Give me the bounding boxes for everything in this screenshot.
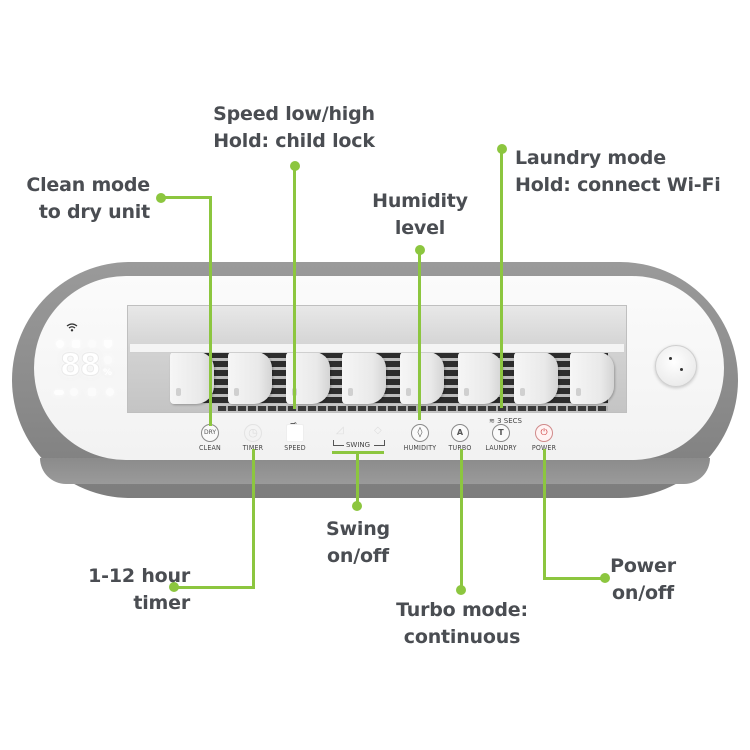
percent-indicator: % bbox=[103, 368, 113, 378]
speed-callout-label: Speed low/high Hold: child lock bbox=[213, 103, 375, 152]
control-knob[interactable] bbox=[655, 345, 697, 387]
turbo-button-label: TURBO bbox=[448, 444, 472, 452]
swing-down-icon: ◇ bbox=[374, 425, 382, 436]
power-callout-label: Power on/off bbox=[610, 555, 676, 604]
power-callout-line-h bbox=[543, 577, 605, 580]
timer-callout-dot bbox=[169, 582, 179, 592]
clean-callout-label: Clean mode to dry unit bbox=[26, 174, 150, 223]
timer-indicator-icon bbox=[70, 388, 78, 396]
louver bbox=[228, 352, 272, 404]
humidity-callout-label: Humidity level bbox=[372, 190, 468, 239]
laundry-button-label: LAUNDRY bbox=[485, 444, 517, 452]
power-callout-line-v bbox=[543, 449, 546, 580]
timer-icon: ◷ bbox=[244, 424, 262, 442]
vent-shelf bbox=[130, 344, 624, 352]
speed-button[interactable]: SPEED bbox=[275, 424, 315, 452]
swing-callout-dot bbox=[352, 501, 362, 511]
laundry-callout-line bbox=[500, 148, 503, 408]
mode-indicator-icon bbox=[54, 390, 64, 395]
dehumidify-indicator-icon bbox=[56, 340, 64, 348]
swing-callout-label: Swing on/off bbox=[326, 518, 390, 567]
power-callout-dot bbox=[600, 573, 610, 583]
humidity-button-label: HUMIDITY bbox=[403, 444, 437, 452]
knob-pin bbox=[669, 357, 672, 360]
power-icon: ⏻ bbox=[535, 424, 553, 442]
louver bbox=[458, 352, 502, 404]
swing-button-label: SWING bbox=[345, 441, 371, 449]
turbo-callout-label: Turbo mode: continuous bbox=[396, 599, 528, 648]
humidity-button[interactable]: ◊ HUMIDITY bbox=[400, 424, 440, 452]
humidity-drops-icon: ◊ bbox=[411, 424, 429, 442]
vent-lip bbox=[128, 306, 626, 346]
wifi-small-icon: ≋ bbox=[489, 417, 498, 425]
clean-button[interactable]: DRY CLEAN bbox=[190, 424, 230, 452]
air-outlet-vent bbox=[127, 305, 627, 413]
louver bbox=[342, 352, 386, 404]
turbo-callout-line bbox=[460, 449, 463, 590]
timer-button[interactable]: ◷ TIMER bbox=[233, 424, 273, 452]
clean-callout-line-v bbox=[209, 196, 212, 426]
louver bbox=[514, 352, 558, 404]
power-button[interactable]: ⏻ POWER bbox=[524, 424, 564, 452]
speed-callout-line bbox=[293, 166, 296, 409]
knob-pin bbox=[680, 368, 683, 371]
panel-bottom-band bbox=[40, 458, 710, 484]
timer-callout-label: 1-12 hour timer bbox=[88, 565, 190, 614]
timer-button-label: TIMER bbox=[242, 444, 264, 452]
laundry-button[interactable]: T LAUNDRY bbox=[481, 424, 521, 452]
clean-button-label: CLEAN bbox=[199, 444, 221, 452]
display-digits: 88 bbox=[60, 348, 102, 384]
fan-speed-icon bbox=[286, 424, 304, 442]
lower-grille bbox=[218, 406, 608, 411]
wifi-icon bbox=[66, 323, 78, 332]
water-tank-indicator-icon bbox=[104, 356, 112, 364]
laundry-hold-note: ≋ 3 SECS bbox=[489, 417, 522, 425]
swing-bracket-right bbox=[374, 440, 385, 446]
humidity-callout-line bbox=[418, 250, 421, 420]
louver bbox=[400, 352, 444, 404]
swing-indicator-icon bbox=[88, 388, 96, 396]
power-button-label: POWER bbox=[531, 444, 557, 452]
clean-callout-line-h bbox=[160, 196, 212, 199]
humidity-indicator-icon bbox=[104, 340, 112, 348]
laundry-shirt-icon: T bbox=[492, 424, 510, 442]
louver bbox=[570, 352, 614, 404]
laundry-indicator-icon bbox=[106, 388, 114, 396]
dry-icon: DRY bbox=[201, 424, 219, 442]
clean-indicator-icon bbox=[88, 340, 96, 348]
led-display: 88 % bbox=[50, 320, 120, 400]
speed-indicator-icon bbox=[72, 340, 80, 348]
louver bbox=[170, 352, 214, 404]
speed-button-label: SPEED bbox=[284, 444, 306, 452]
timer-callout-line-v bbox=[252, 449, 255, 589]
turbo-button[interactable]: A TURBO bbox=[440, 424, 480, 452]
turbo-icon: A bbox=[451, 424, 469, 442]
swing-bracket-left bbox=[333, 440, 344, 446]
laundry-callout-label: Laundry mode Hold: connect Wi-Fi bbox=[515, 147, 721, 196]
turbo-callout-dot bbox=[456, 585, 466, 595]
swing-up-icon: ◿ bbox=[336, 425, 344, 436]
child-lock-icon: ⊸ bbox=[290, 419, 297, 428]
swing-callout-line bbox=[356, 451, 359, 506]
timer-callout-line-h bbox=[174, 586, 255, 589]
